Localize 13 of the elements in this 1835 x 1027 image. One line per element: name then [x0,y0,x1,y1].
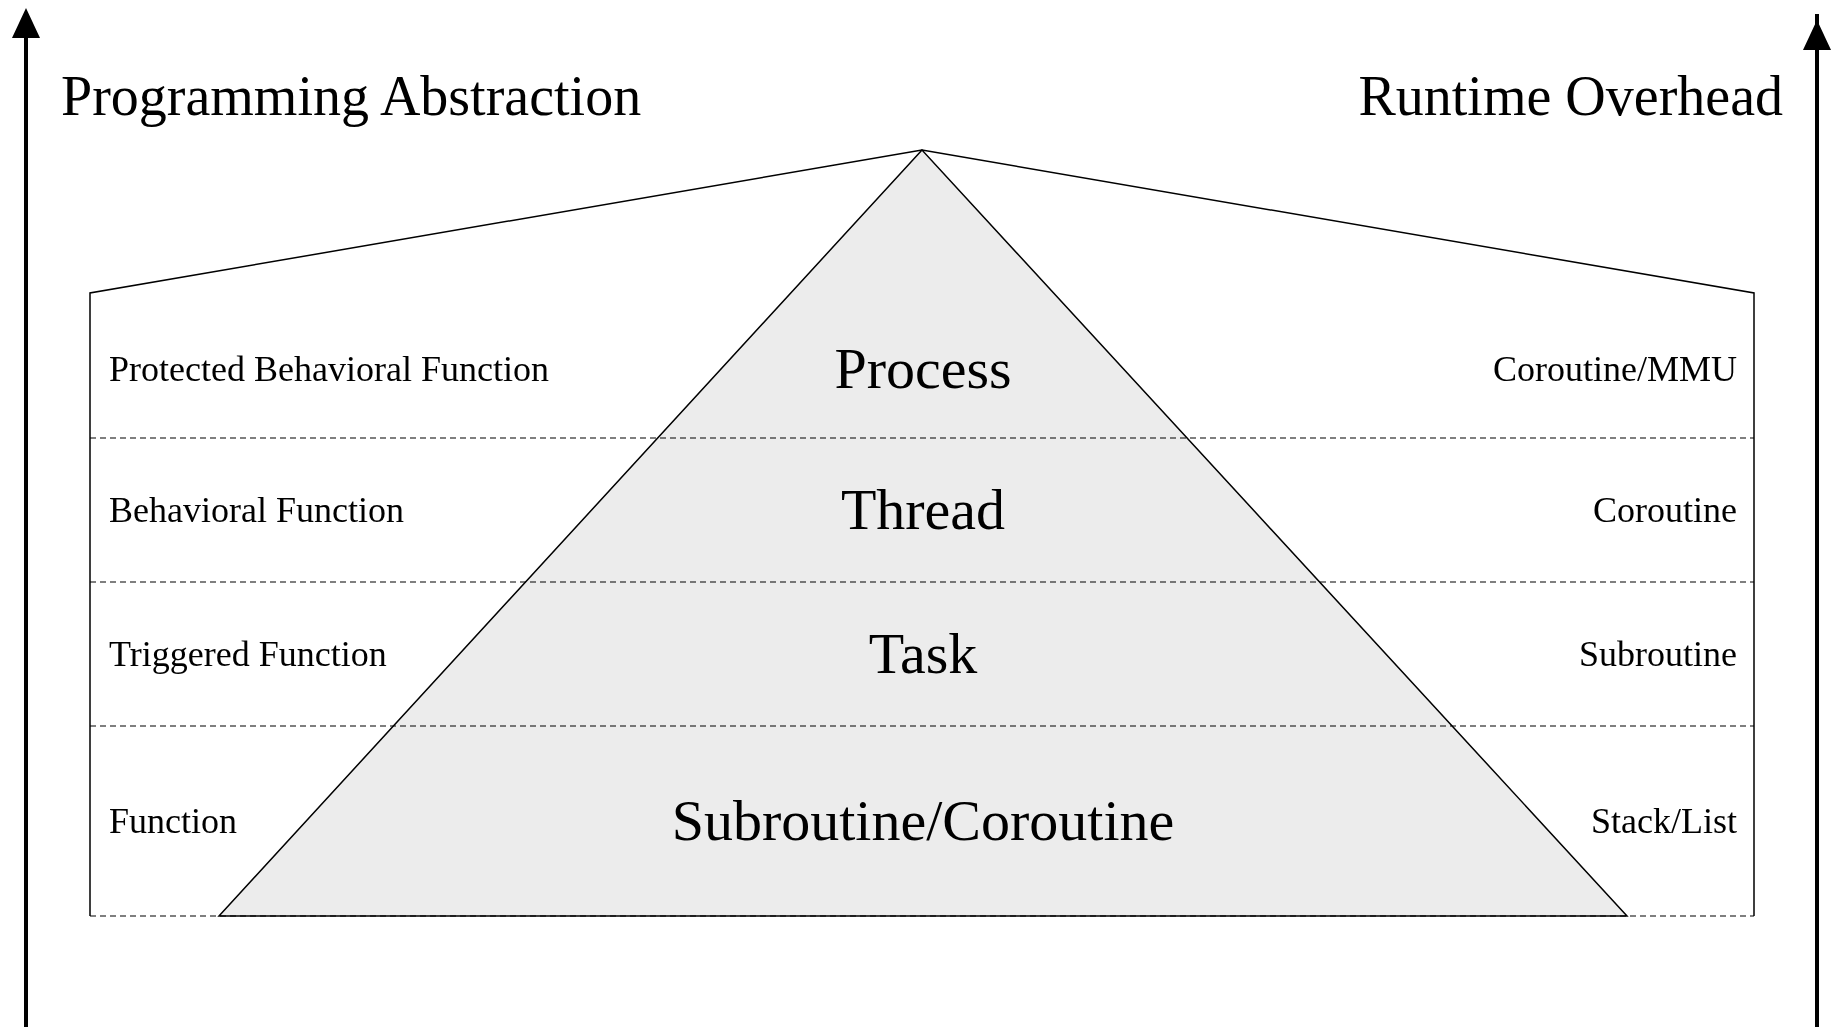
overhead-label: Subroutine [1579,636,1737,672]
layer-label: Thread [840,481,1006,539]
abstraction-label: Protected Behavioral Function [109,351,549,387]
axis-title: Runtime Overhead [1358,68,1783,124]
abstraction-label: Triggered Function [109,636,387,672]
overhead-label: Stack/List [1591,803,1737,839]
layer-label: Task [868,625,978,683]
layer-label: Process [834,340,1012,398]
overhead-label: Coroutine [1593,492,1737,528]
abstraction-label: Behavioral Function [109,492,404,528]
overhead-label: Coroutine/MMU [1493,351,1737,387]
layer-label: Subroutine/Coroutine [671,792,1175,850]
abstraction-label: Function [109,803,237,839]
